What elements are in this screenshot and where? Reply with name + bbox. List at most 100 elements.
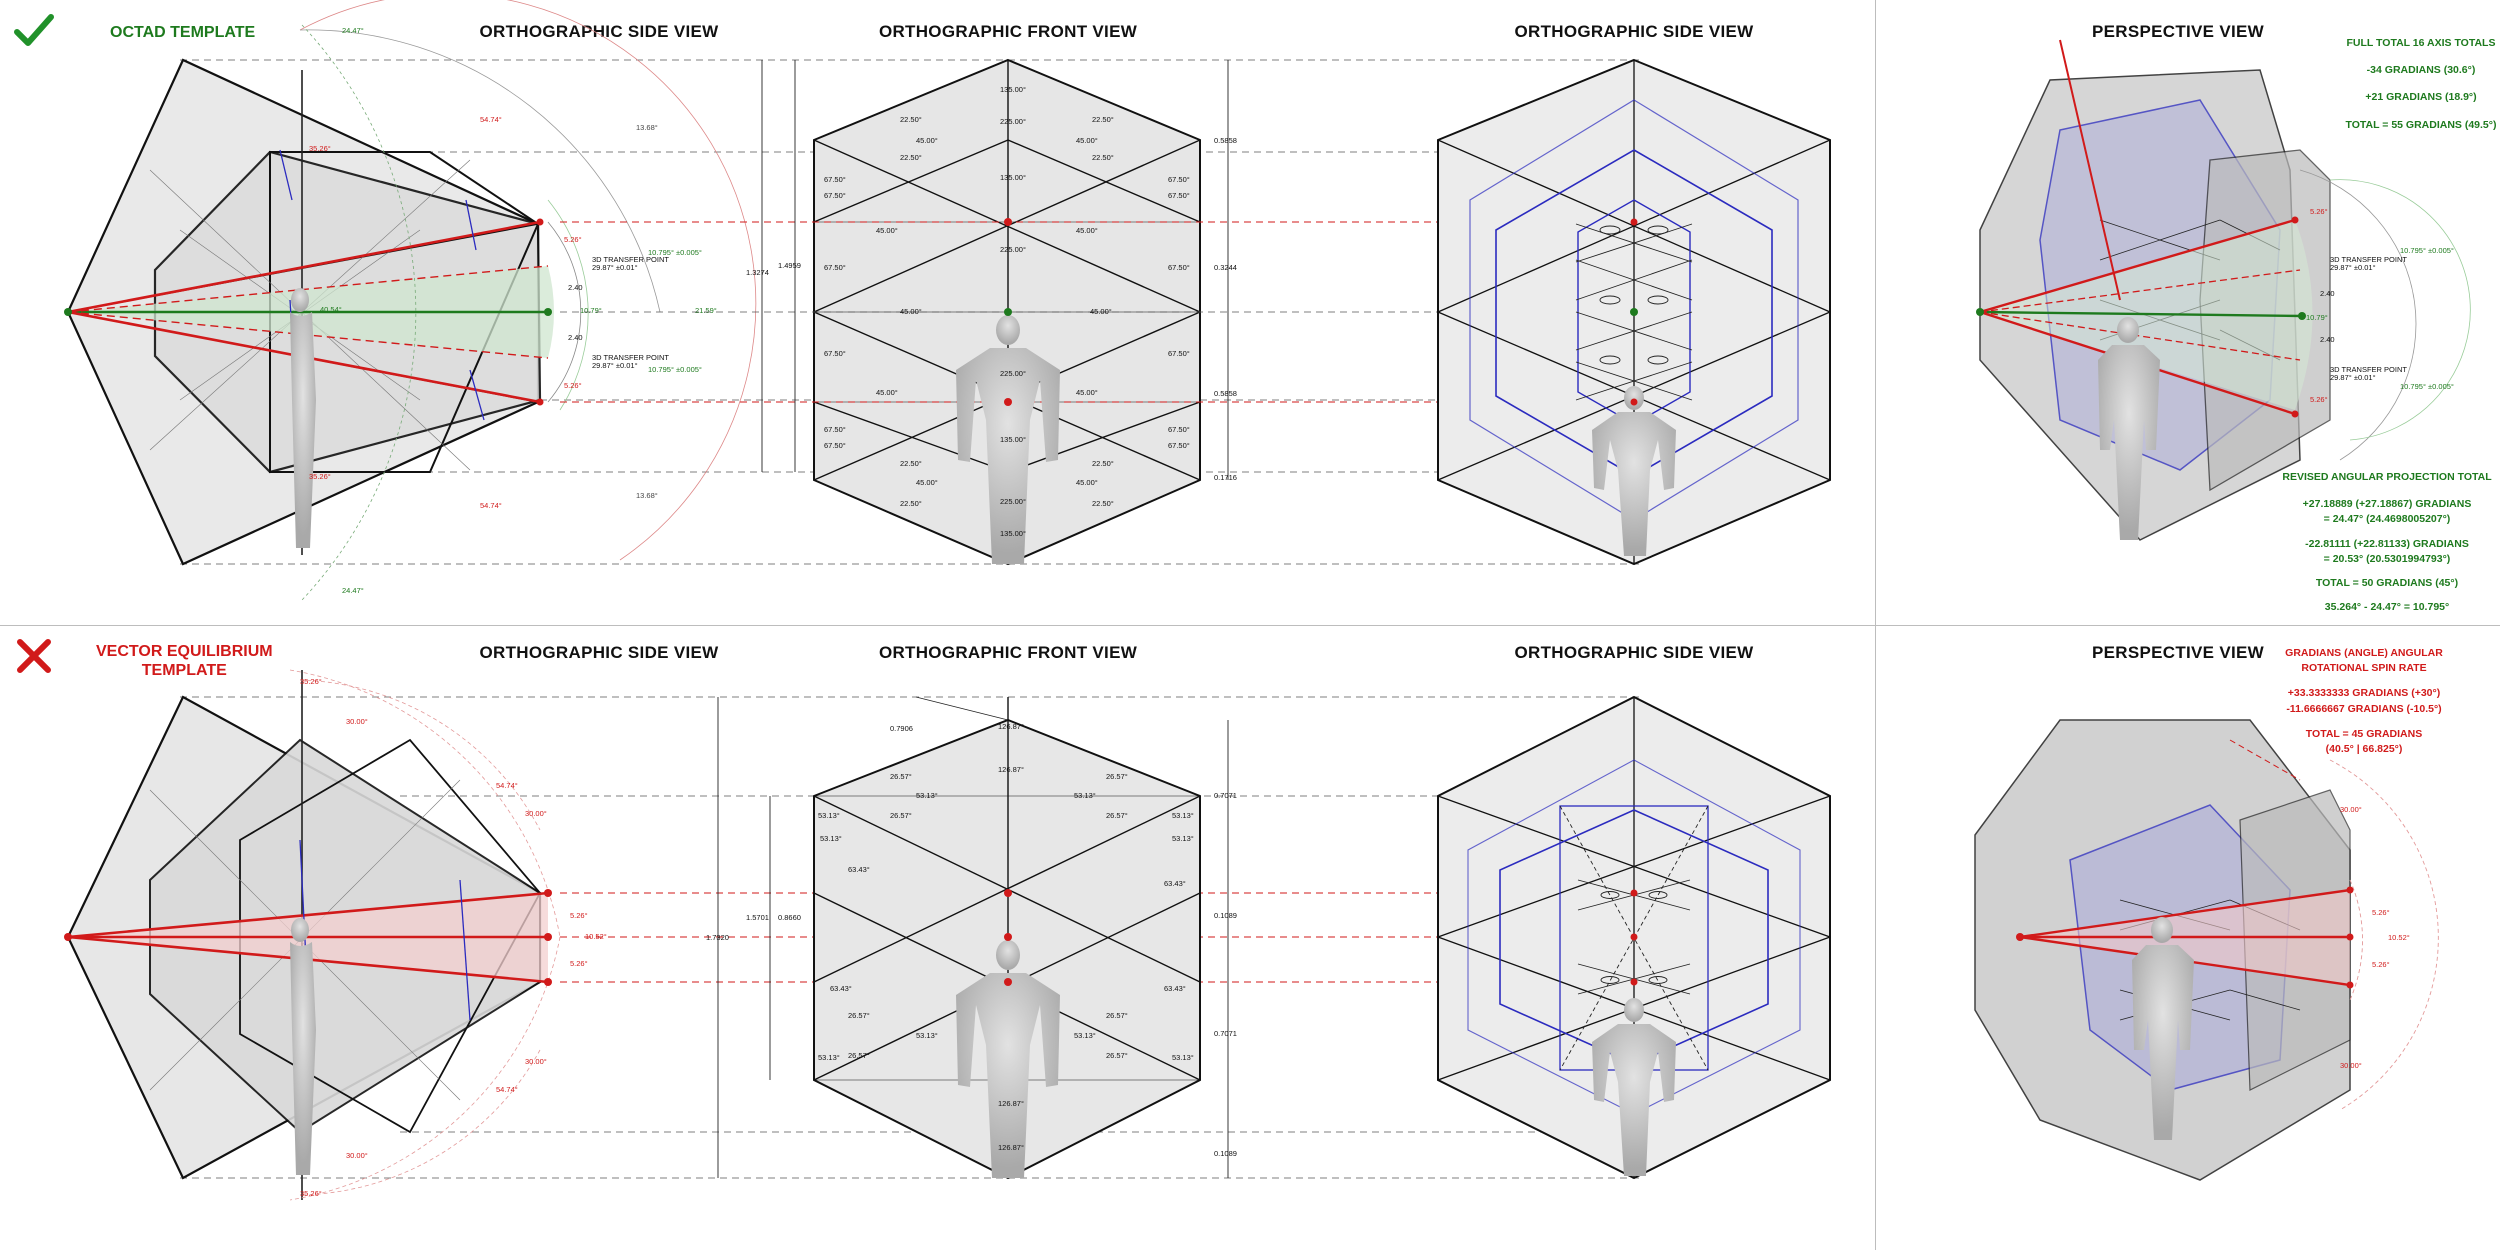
label-10-795-top: 10.795° ±0.005° [648,248,702,257]
ve-label-30-a: 30.00° [346,717,368,726]
ve-label-5-26-top: 5.26° [570,911,588,920]
label-5-26-top: 5.26° [564,235,582,244]
label-22-5-e: 22.50° [900,459,922,468]
label-22-5-b: 22.50° [1092,115,1114,124]
ve-label-63-43-b: 63.43° [1164,879,1186,888]
label-225-c: 225.00° [1000,369,1026,378]
ve-label-53-13-f: 53.13° [1172,834,1194,843]
persp-label-transfer-bottom: 3D TRANSFER POINT [2330,365,2407,374]
persp-label-transfer-top: 3D TRANSFER POINT [2330,255,2407,264]
ve-label-26-57-e: 26.57° [848,1011,870,1020]
ve-persp-label-10-52: 10.52° [2388,933,2410,942]
totals-heading: FULL TOTAL 16 AXIS TOTALS [2346,37,2496,49]
label-135-d: 135.00° [1000,529,1026,538]
rates-heading2: ROTATIONAL SPIN RATE [2301,662,2427,675]
octad-template-title: OCTAD TEMPLATE [110,24,256,41]
ve-label-53-13-g: 53.13° [916,1031,938,1040]
label-24-47-top: 24.47° [342,26,364,35]
label-05858-bottom: 0.5858 [1214,389,1237,398]
label-45-i: 45.00° [916,478,938,487]
persp-label-transfer-sub-bottom: 29.87° ±0.01° [2330,373,2376,382]
ve-label-126-87-d: 126.87° [998,1143,1024,1152]
label-03244: 0.3244 [1214,263,1237,272]
ve-label-26-57-h: 26.57° [1106,1051,1128,1060]
label-45-d: 45.00° [1076,226,1098,235]
persp-label-2-40-bottom: 2.40 [2320,335,2335,344]
label-67-5-a: 67.50° [824,175,846,184]
revised-line2: = 24.47° (24.4698005207°) [2323,513,2451,526]
ve-label-35-26-top: 35.26° [300,677,322,686]
label-67-5-f: 67.50° [1168,263,1190,272]
label-35-26-bottom: 35.26° [309,472,331,481]
ve-label-30-d: 30.00° [525,1057,547,1066]
label-2-40-bottom: 2.40 [568,333,583,342]
top-side-left-title: ORTHOGRAPHIC SIDE VIEW [479,22,719,41]
top-front-view [560,58,1640,566]
bottom-perspective-title: PERSPECTIVE VIEW [2091,643,2265,662]
ve-persp-label-30-top: 30.00° [2340,805,2362,814]
top-perspective-view [1976,39,2471,541]
label-13-68-top: 13.68° [636,123,658,132]
rates-line1: +33.3333333 GRADIANS (+30°) [2287,687,2441,700]
bottom-side-left-title: ORTHOGRAPHIC SIDE VIEW [479,643,719,662]
label-67-5-i: 67.50° [824,425,846,434]
ve-label-126-87-b: 126.87° [998,765,1024,774]
bottom-perspective-view [1974,719,2439,1181]
persp-label-2-40-top: 2.40 [2320,289,2335,298]
revised-heading: REVISED ANGULAR PROJECTION TOTAL [2282,471,2492,483]
ve-label-53-13-j: 53.13° [1172,1053,1194,1062]
top-side-right-title: ORTHOGRAPHIC SIDE VIEW [1514,22,1754,41]
ve-label-26-57-f: 26.57° [1106,1011,1128,1020]
label-transfer-sub-top: 29.87° ±0.01° [592,263,638,272]
label-67-5-g: 67.50° [824,349,846,358]
rates-line3: TOTAL = 45 GRADIANS [2305,727,2423,740]
totals-line2: +21 GRADIANS (18.9°) [2365,91,2477,104]
label-05858-top: 0.5858 [1214,136,1237,145]
checkmark-icon [14,14,54,46]
ve-label-26-57-c: 26.57° [890,811,912,820]
rates-line2: -11.6666667 GRADIANS (-10.5°) [2286,702,2442,715]
top-side-labels: 24.47° 24.47° 54.74° 54.74° 35.26° 35.26… [309,26,717,595]
bottom-side-view [64,669,1640,1201]
ve-label-35-26-bottom: 35.26° [300,1189,322,1198]
cross-icon [17,639,51,673]
ve-label-26-57-g: 26.57° [848,1051,870,1060]
ve-label-30-b: 30.00° [346,1151,368,1160]
revised-line4: = 20.53° (20.5301994793°) [2323,552,2451,565]
ve-label-26-57-a: 26.57° [890,772,912,781]
ve-title-line2: TEMPLATE [141,662,227,679]
label-35-26-top: 35.26° [309,144,331,153]
ve-label-54-74-top: 54.74° [496,781,518,790]
label-45-b: 45.00° [1076,136,1098,145]
ve-label-126-87-a: 126.87° [998,722,1024,731]
persp-label-10-795-bottom: 10.795° ±0.005° [2400,382,2454,391]
horizontal-divider [0,625,2500,626]
label-transfer-bottom: 3D TRANSFER POINT [592,353,669,362]
ve-label-01089-top: 0.1089 [1214,911,1237,920]
label-22-5-d: 22.50° [1092,153,1114,162]
ve-label-53-13-h: 53.13° [1074,1031,1096,1040]
label-67-5-j: 67.50° [824,441,846,450]
ve-label-26-57-b: 26.57° [1106,772,1128,781]
label-45-j: 45.00° [1076,478,1098,487]
label-24-47-bottom: 24.47° [342,586,364,595]
human-figure-bottom-perspective [2132,917,2194,1140]
persp-label-10-79: 10.79° [2306,313,2328,322]
ve-template-title: VECTOR EQUILIBRIUM TEMPLATE [96,642,273,680]
top-perspective-labels: 5.26° 5.26° 3D TRANSFER POINT 29.87° ±0.… [2306,207,2454,404]
persp-label-transfer-sub-top: 29.87° ±0.01° [2330,263,2376,272]
label-135-b: 135.00° [1000,173,1026,182]
label-22-5-c: 22.50° [900,153,922,162]
bottom-side-right-title: ORTHOGRAPHIC SIDE VIEW [1514,643,1754,662]
ve-label-10-52: 10.52° [585,932,607,941]
persp-label-5-26-top: 5.26° [2310,207,2328,216]
label-transfer-sub-bottom: 29.87° ±0.01° [592,361,638,370]
ve-label-53-13-b: 53.13° [1074,791,1096,800]
ve-label-53-13-a: 53.13° [916,791,938,800]
label-45-e: 45.00° [900,307,922,316]
ve-label-07071-bottom: 0.7071 [1214,1029,1237,1038]
label-135-a: 135.00° [1000,85,1026,94]
revised-line5: TOTAL = 50 GRADIANS (45°) [2315,577,2459,590]
bottom-right-side-view [1437,695,1831,1180]
